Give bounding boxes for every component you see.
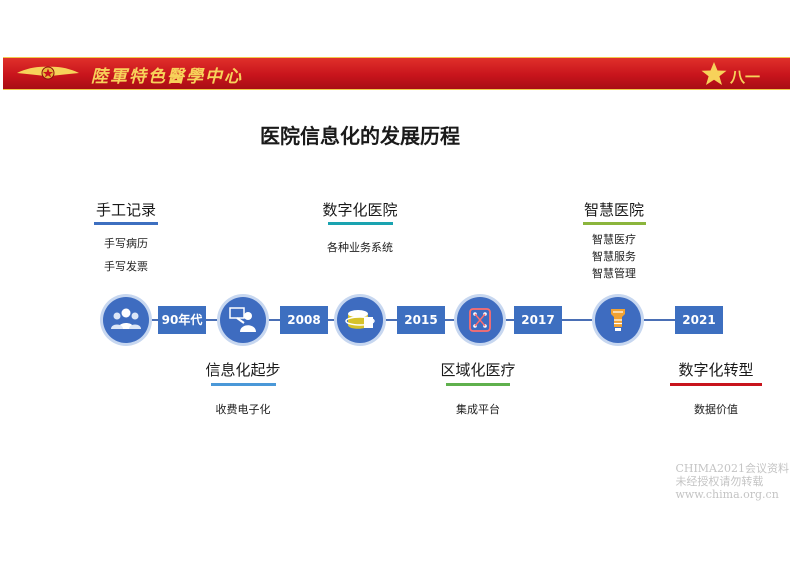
year-2015: 2015 (397, 306, 445, 334)
users-icon (111, 308, 141, 329)
year-2008: 2008 (280, 306, 328, 334)
watermark-line: CHIMA2021会议资料 (675, 462, 789, 475)
stage-item: 数据价值 (694, 403, 738, 416)
stage-item: 集成平台 (456, 403, 500, 416)
stage-item: 手写病历 (104, 237, 148, 250)
node-users (103, 297, 149, 343)
watermark: CHIMA2021会议资料 未经授权请勿转载 www.chima.org.cn (675, 462, 789, 501)
presenter-icon (229, 307, 256, 332)
stage-title-manual: 手工记录 (95, 201, 157, 219)
lightbulb-icon (611, 309, 625, 331)
underline-manual (94, 222, 158, 225)
database-icon (345, 310, 375, 329)
stage-item: 智慧服务 (592, 250, 636, 263)
node-circuit (457, 297, 503, 343)
stage-title-smart-hospital: 智慧医院 (583, 201, 645, 219)
node-presenter (220, 297, 266, 343)
underline-regional (446, 383, 510, 386)
underline-smart-hospital (583, 222, 646, 225)
wings-emblem-icon (17, 66, 79, 80)
stage-title-digital-transformation: 数字化转型 (678, 361, 754, 379)
year-2021: 2021 (675, 306, 723, 334)
year-90s: 90年代 (158, 306, 206, 334)
stage-item: 智慧医疗 (592, 233, 636, 246)
underline-digital-transformation (670, 383, 762, 386)
year-2017: 2017 (514, 306, 562, 334)
page-title: 医院信息化的发展历程 (260, 124, 460, 148)
stage-title-digital-hospital: 数字化医院 (322, 201, 398, 219)
stage-title-regional: 区域化医疗 (440, 361, 516, 379)
star-emblem-icon: 八一 (701, 62, 760, 86)
stage-item: 智慧管理 (592, 267, 636, 280)
node-database (337, 297, 383, 343)
node-lightbulb (595, 297, 641, 343)
circuit-icon (469, 308, 491, 332)
watermark-line: 未经授权请勿转载 (675, 475, 764, 488)
stage-item: 收费电子化 (215, 403, 271, 416)
stage-item: 手写发票 (104, 260, 148, 273)
stage-title-informatization: 信息化起步 (205, 361, 281, 379)
underline-informatization (211, 383, 276, 386)
stage-item: 各种业务系统 (327, 241, 393, 254)
header-banner: 陸軍特色醫學中心 八一 (3, 57, 790, 90)
banner-title: 陸軍特色醫學中心 (91, 67, 243, 87)
watermark-line: www.chima.org.cn (675, 488, 779, 501)
banner-emblem-text: 八一 (729, 68, 760, 86)
underline-digital-hospital (328, 222, 393, 225)
